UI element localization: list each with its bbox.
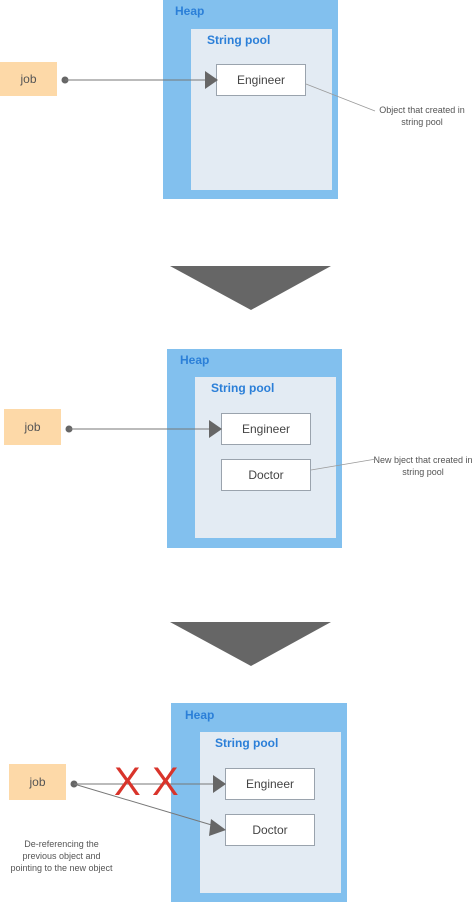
annotation-text: New bject that created in string pool [373,455,473,477]
annotation-leader [310,458,377,471]
annotation-text: De-referencing the previous object and p… [10,839,113,873]
doctor-object: Doctor [221,459,311,491]
job-variable: job [4,409,61,445]
transition-arrow [170,622,331,666]
string-pool-label: String pool [215,736,279,750]
arrow-head [209,420,222,438]
string-pool-box [191,29,332,190]
job-variable: job [0,62,57,96]
transition-arrow [170,266,331,310]
heap-label: Heap [185,708,215,722]
cross-mark: X [152,760,179,804]
arrow-head [213,775,226,793]
engineer-object: Engineer [225,768,315,800]
string-pool-box [200,732,341,893]
string-pool-label: String pool [211,381,275,395]
annotation-leader [305,83,376,112]
engineer-object: Engineer [221,413,311,445]
string-pool-label: String pool [207,33,271,47]
cross-mark: X [114,760,141,804]
annotation-text: Object that created in string pool [379,105,465,127]
job-variable: job [9,764,66,800]
reference-line [73,783,216,827]
doctor-object: Doctor [225,814,315,846]
string-pool-box [195,377,336,538]
arrow-head [209,819,226,836]
arrow-head [205,71,218,89]
heap-label: Heap [175,4,205,18]
heap-label: Heap [180,353,210,367]
